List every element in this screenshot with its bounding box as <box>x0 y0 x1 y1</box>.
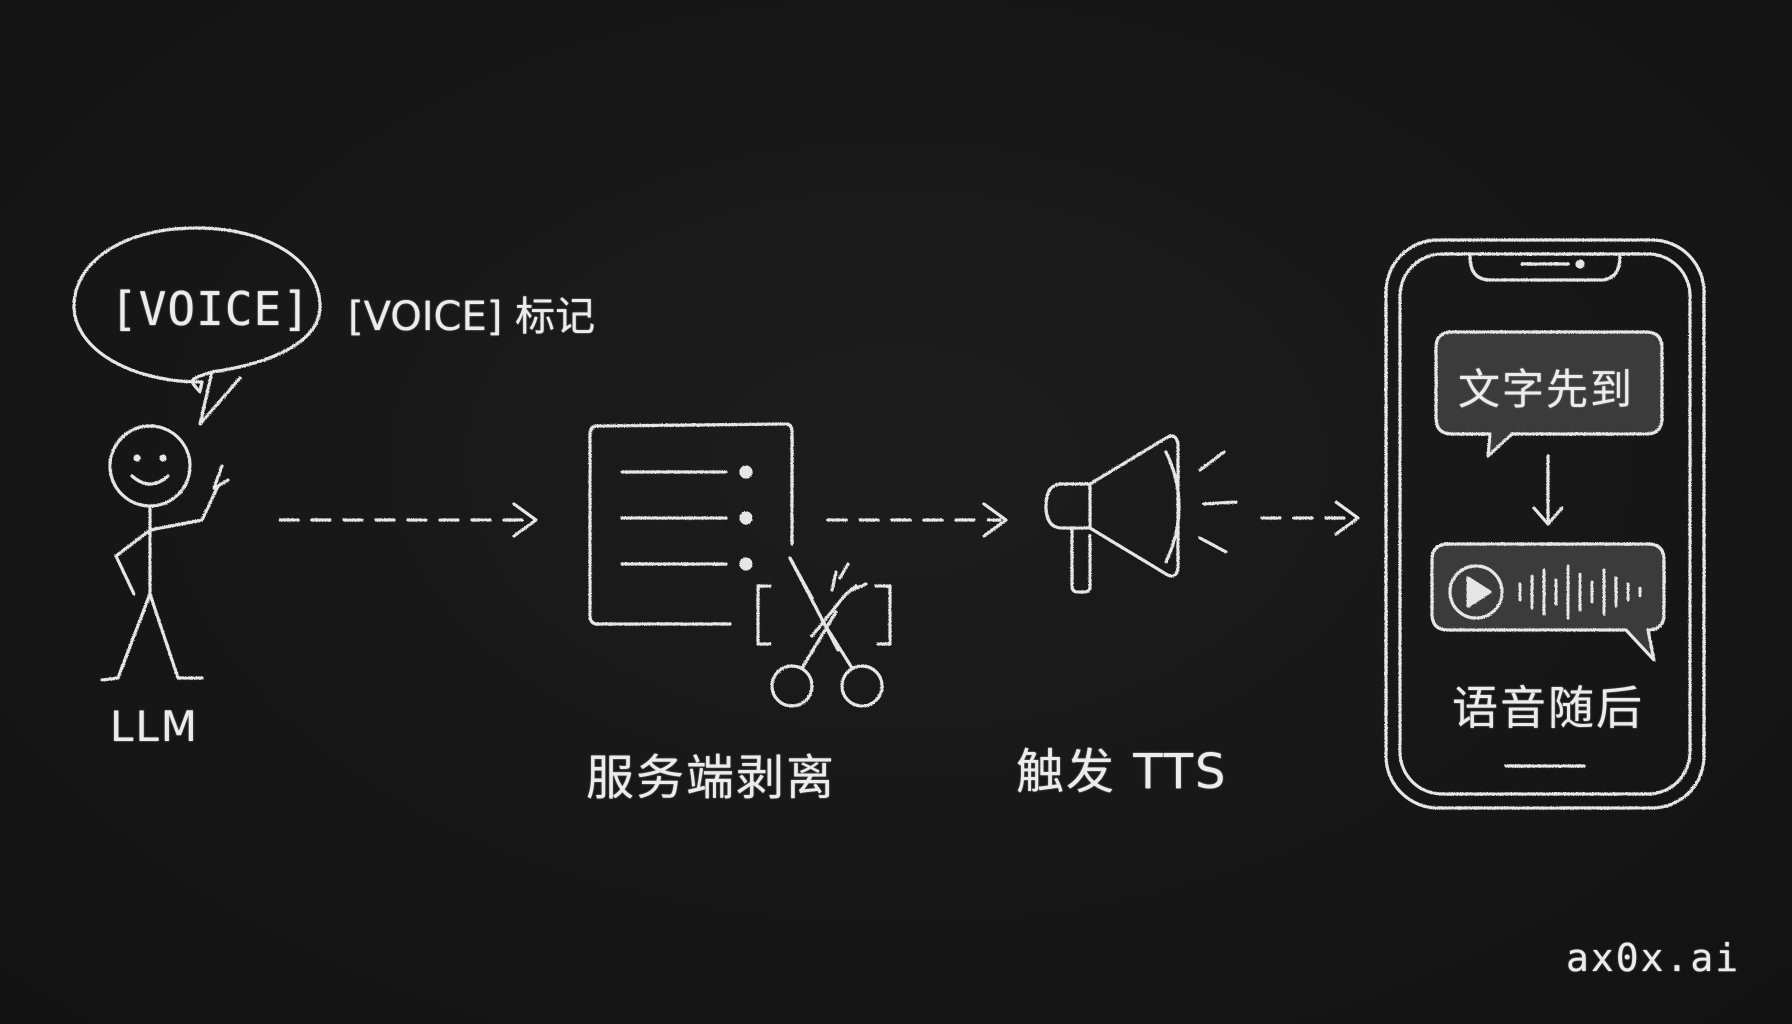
text-first-label: 文字先到 <box>1458 365 1635 414</box>
text-message-bubble <box>1434 330 1664 458</box>
llm-label: LLM <box>110 702 200 751</box>
megaphone-icon <box>1044 434 1238 594</box>
waveform-icon <box>1518 564 1642 620</box>
phone-icon <box>1384 238 1706 810</box>
trigger-tts-label: 触发 TTS <box>1016 744 1228 800</box>
voice-marker-label: [VOICE] 标记 <box>348 294 596 340</box>
arrow-tts-to-phone <box>1260 500 1360 536</box>
voice-after-label: 语音随后 <box>1452 681 1644 735</box>
play-icon <box>1448 564 1504 620</box>
speech-bubble <box>72 226 322 394</box>
server-strip-label: 服务端剥离 <box>586 750 837 806</box>
server-document-icon <box>588 422 794 626</box>
arrow-server-to-tts <box>826 502 1008 538</box>
watermark: ax0x.ai <box>1566 936 1741 980</box>
down-arrow-icon <box>1532 454 1564 526</box>
bubble-voice-tag: [VOICE] <box>110 282 311 336</box>
voice-message-bubble <box>1430 542 1666 662</box>
arrow-llm-to-server <box>278 502 538 538</box>
stick-figure-icon <box>100 424 230 682</box>
scissors-icon <box>756 556 892 708</box>
